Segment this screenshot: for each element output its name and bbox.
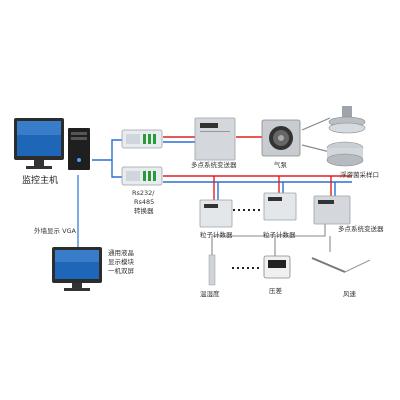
multi-transmitter-right-label: 多点系统变送器 — [338, 225, 384, 233]
converter-top — [121, 129, 163, 149]
particle-counter-2-label: 粒子计数器 — [263, 231, 296, 239]
floating-sampler-label: 浮游菌采样口 — [340, 171, 379, 179]
host-label: 监控主机 — [22, 176, 59, 186]
pump-label: 气泵 — [274, 161, 287, 169]
multi-transmitter-right — [313, 195, 351, 225]
wind-speed-label: 风速 — [343, 290, 356, 298]
multi-transmitter-top-label: 多点系统变送器 — [191, 161, 237, 169]
temp-humidity-label: 温湿度 — [200, 290, 220, 298]
lcd-line1-label: 通用液晶 — [108, 249, 134, 257]
particle-counter-1-label: 粒子计数器 — [200, 231, 233, 239]
converter-bottom — [121, 166, 163, 186]
air-pump — [261, 119, 301, 157]
wind-speed-sensor — [311, 257, 371, 273]
particle-counter-2 — [263, 192, 297, 221]
lcd-monitor — [52, 247, 102, 291]
rs485-label: Rs485 — [134, 198, 155, 206]
multi-transmitter-top — [194, 117, 236, 161]
pressure-label: 压差 — [269, 287, 282, 295]
external-display-label: 外墙显示 VGA — [34, 227, 76, 235]
converter-label: 转换器 — [134, 207, 154, 215]
temp-humidity-sensor — [208, 254, 216, 286]
lcd-line3-label: 一机双屏 — [108, 267, 134, 275]
rs232-label: Rs232/ — [132, 189, 155, 197]
connection-lines — [77, 117, 352, 269]
particle-counter-1 — [199, 199, 233, 228]
host-computer — [14, 118, 90, 170]
floating-sampler — [326, 106, 366, 167]
pressure-sensor — [263, 255, 291, 279]
lcd-line2-label: 显示模块 — [108, 258, 134, 266]
